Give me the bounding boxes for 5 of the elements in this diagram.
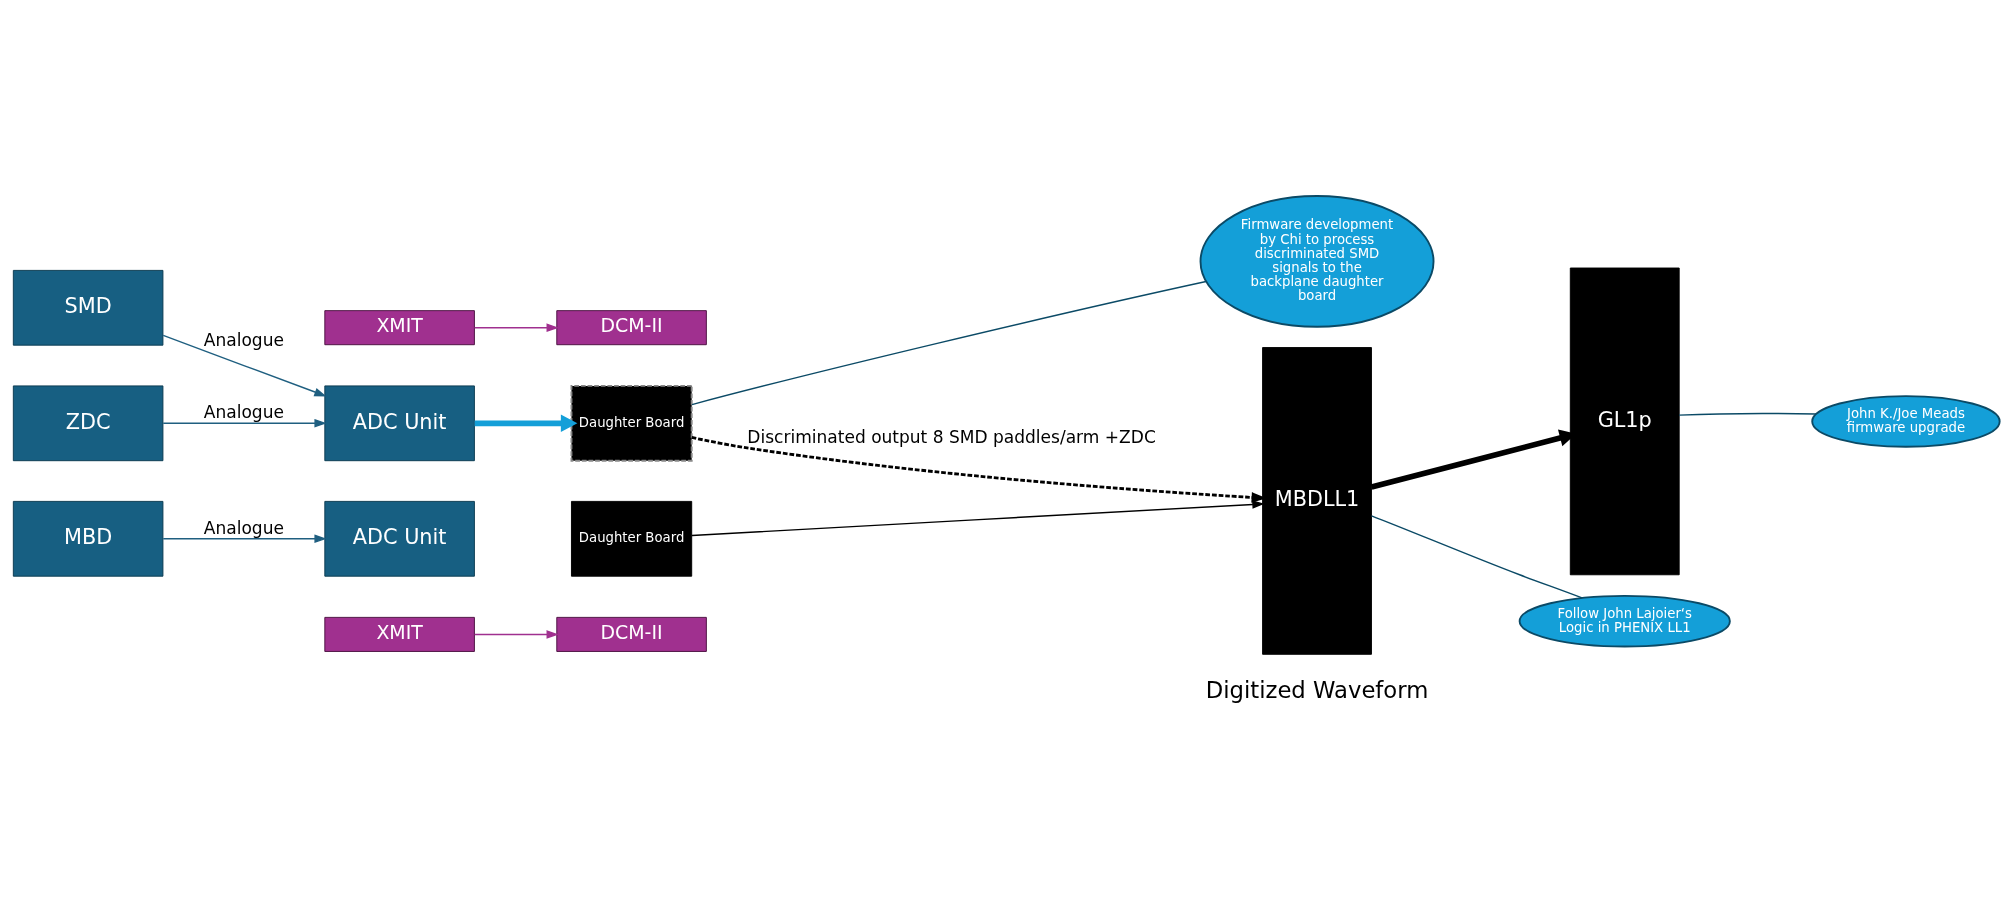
label: Digitized Waveform [1205,677,1429,704]
edge-label: Discriminated output 8 SMD paddles/arm +ZDC [747,426,1156,447]
edge-label: Analogue [203,401,284,422]
edge-label: Analogue [203,517,284,538]
edge-label: Analogue [203,330,284,351]
